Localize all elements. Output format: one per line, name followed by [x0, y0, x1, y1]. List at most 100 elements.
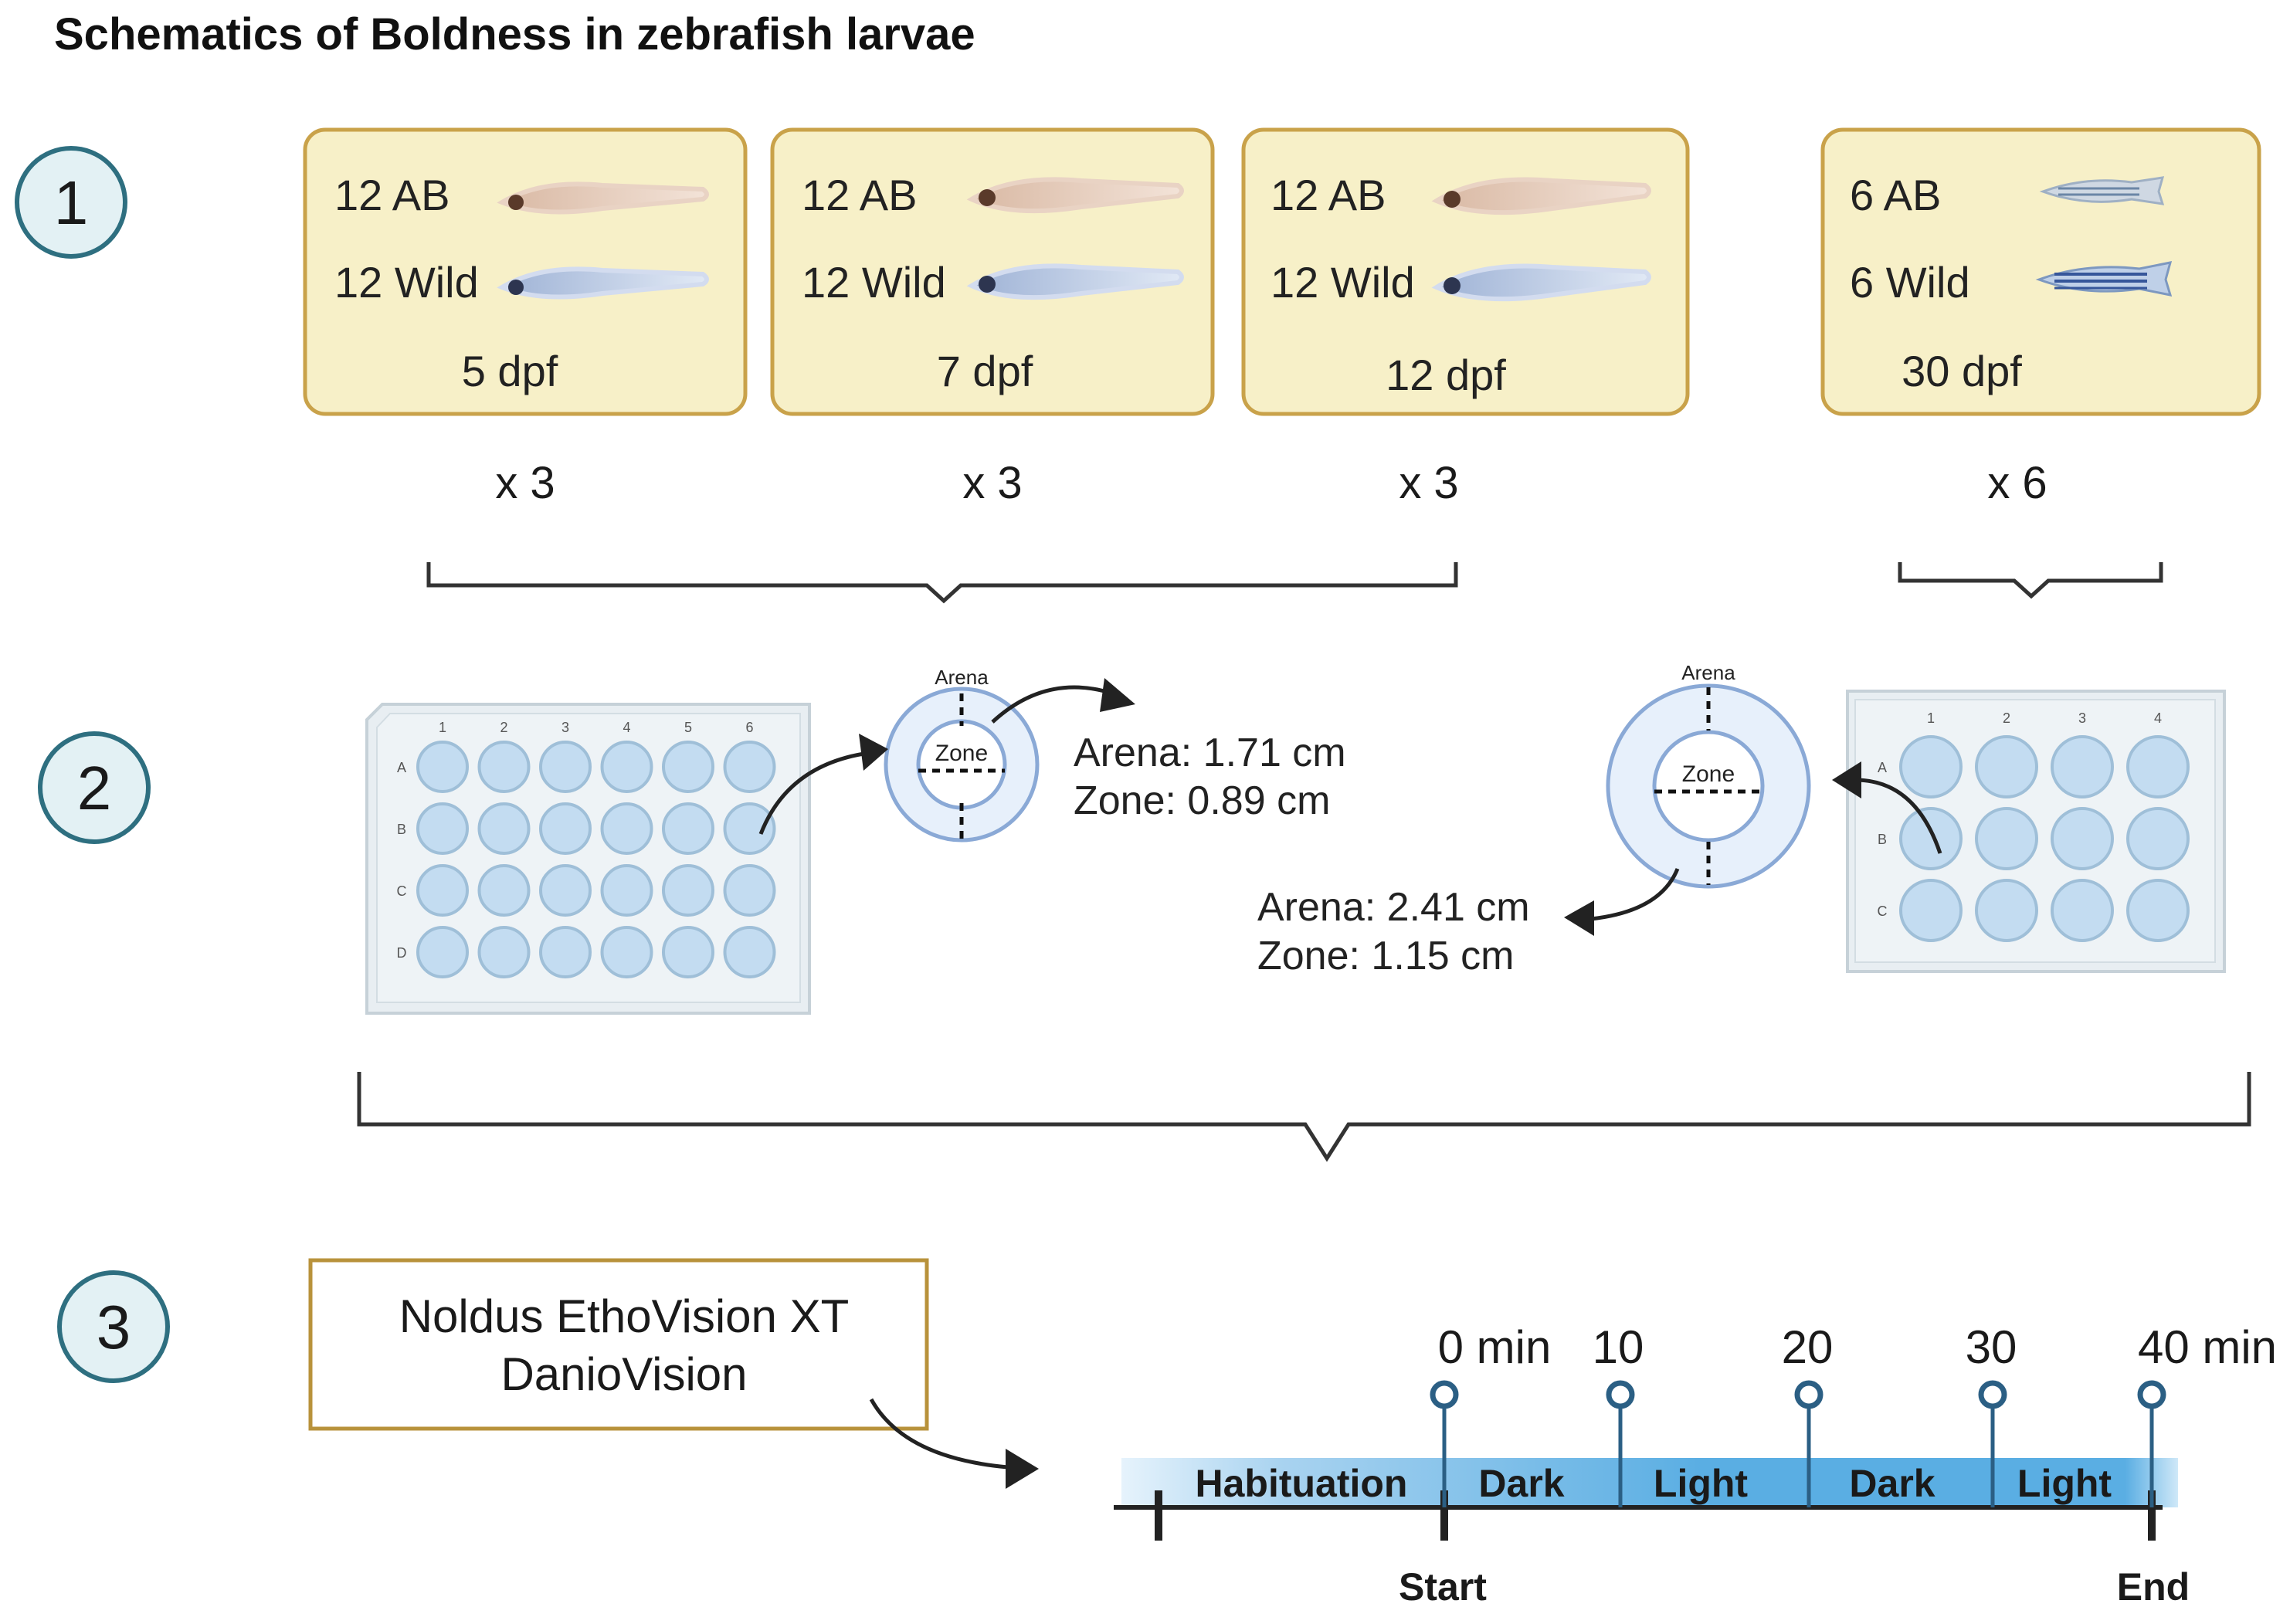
arrowhead: [1832, 761, 1861, 798]
plate-column-label: 5: [684, 720, 692, 735]
timeline-segment-label: Habituation: [1196, 1462, 1408, 1505]
larva-wild-icon: [497, 266, 709, 300]
brace-larvae-groups: [426, 562, 1458, 604]
plate-row-label: C: [1878, 904, 1888, 919]
timeline-marker-pin: [1978, 1380, 2007, 1409]
arrow-software-to-timeline: [869, 1398, 1009, 1470]
timeline-segment-label: Dark: [1849, 1462, 1935, 1505]
group-multiplier: x 3: [495, 458, 555, 508]
plate-well: [600, 741, 653, 793]
group-label-wild: 12 Wild: [1271, 258, 1415, 307]
arena-label: Arena: [935, 666, 989, 689]
plate-well: [2126, 807, 2190, 870]
zone-size-small: Zone: 0.89 cm: [1074, 778, 1330, 823]
step-1-badge: 1: [15, 146, 127, 259]
group-label-ab: 12 AB: [802, 171, 917, 219]
timeline-segment-label: Dark: [1478, 1462, 1564, 1505]
plate-well: [1975, 735, 2038, 798]
timeline-marker-label: 40 min: [2138, 1321, 2277, 1373]
group-age: 12 dpf: [1386, 351, 1506, 399]
larva-ab-icon: [1431, 177, 1651, 215]
plate-well: [2126, 735, 2190, 798]
timeline-marker-pin: [1606, 1380, 1635, 1409]
software-name: Noldus EthoVision XT: [399, 1290, 850, 1342]
arena-size-large: Arena: 2.41 cm: [1257, 885, 1530, 930]
juvenile-wild-icon: [2035, 261, 2173, 297]
plate-well: [477, 802, 531, 855]
arrowhead: [1564, 900, 1594, 936]
arena-diagram-small: Arena Zone: [884, 666, 1040, 843]
timeline-segment-label: Light: [1654, 1462, 1749, 1505]
plate-well: [662, 741, 714, 793]
plate-well: [2126, 879, 2190, 942]
plate-column-label: 3: [2078, 710, 2086, 726]
step-2-badge: 2: [38, 731, 151, 844]
timeline-start-label: Start: [1399, 1565, 1487, 1609]
group-label-ab: 6 AB: [1850, 171, 1941, 219]
step-2-number: 2: [77, 754, 112, 822]
group-age: 30 dpf: [1902, 347, 2022, 395]
group-label-wild: 12 Wild: [802, 258, 946, 307]
plate-column-label: 2: [2003, 710, 2010, 726]
timeline-marker-label: 10: [1593, 1321, 1644, 1373]
timeline-marker-label: 20: [1782, 1321, 1834, 1373]
group-label-ab: 12 AB: [1271, 171, 1386, 219]
arrow-arena-to-measure: [1590, 868, 1680, 921]
plate-column-label: 2: [500, 720, 507, 735]
plate-well: [539, 864, 592, 917]
plate-well: [1975, 879, 2038, 942]
software-module: DanioVision: [500, 1348, 747, 1400]
timeline-end-label: End: [2117, 1565, 2190, 1609]
plate-column-label: 6: [745, 720, 753, 735]
plate-well: [600, 926, 653, 978]
plate-row-label: C: [397, 883, 407, 899]
plate-well: [723, 741, 776, 793]
arrow-arena-to-measure: [991, 685, 1105, 724]
plate-column-label: 1: [439, 720, 446, 735]
larva-wild-icon: [1431, 263, 1651, 302]
plate-row-label: A: [397, 760, 406, 775]
group-age: 5 dpf: [462, 347, 558, 395]
plate-well: [2051, 735, 2114, 798]
group-label-wild: 12 Wild: [334, 258, 479, 307]
plate-well: [2051, 807, 2114, 870]
plate-well: [416, 926, 469, 978]
timeline-marker-label: 0 min: [1438, 1321, 1552, 1373]
plate-well: [723, 802, 776, 855]
plate-row-label: D: [397, 945, 407, 961]
arrow-plate-to-arena: [1854, 778, 1942, 854]
group-multiplier: x 3: [1399, 458, 1458, 508]
larva-wild-icon: [966, 263, 1184, 300]
group-label-ab: 12 AB: [334, 171, 450, 219]
arrowhead: [1100, 678, 1135, 712]
step-3-number: 3: [97, 1293, 131, 1361]
diagram-title: Schematics of Boldness in zebrafish larv…: [54, 9, 975, 59]
plate-well: [1899, 879, 1963, 942]
plate-column-label: 4: [623, 720, 630, 735]
juvenile-ab-icon: [2039, 176, 2165, 205]
plate-well: [600, 864, 653, 917]
plate-well: [723, 926, 776, 978]
arrow-plate-to-arena: [758, 751, 870, 835]
plate-well: [662, 802, 714, 855]
plate-well: [477, 741, 531, 793]
plate-well: [662, 864, 714, 917]
group-panel-7dpf: 12 AB 12 Wild 7 dpf: [770, 127, 1215, 416]
zone-size-large: Zone: 1.15 cm: [1257, 934, 1514, 978]
arena-size-small: Arena: 1.71 cm: [1074, 731, 1346, 775]
plate-well: [539, 741, 592, 793]
plate-well: [2051, 879, 2114, 942]
timeline-marker-pin: [1794, 1380, 1824, 1409]
timeline-bar: [1121, 1458, 2178, 1507]
group-panel-12dpf: 12 AB 12 Wild 12 dpf: [1241, 127, 1690, 416]
plate-column-label: 4: [2154, 710, 2162, 726]
plate-well: [477, 926, 531, 978]
group-age: 7 dpf: [937, 347, 1033, 395]
plate-row-label: A: [1878, 760, 1887, 775]
step-1-number: 1: [54, 168, 89, 237]
plate-well: [723, 864, 776, 917]
plate-well: [416, 864, 469, 917]
